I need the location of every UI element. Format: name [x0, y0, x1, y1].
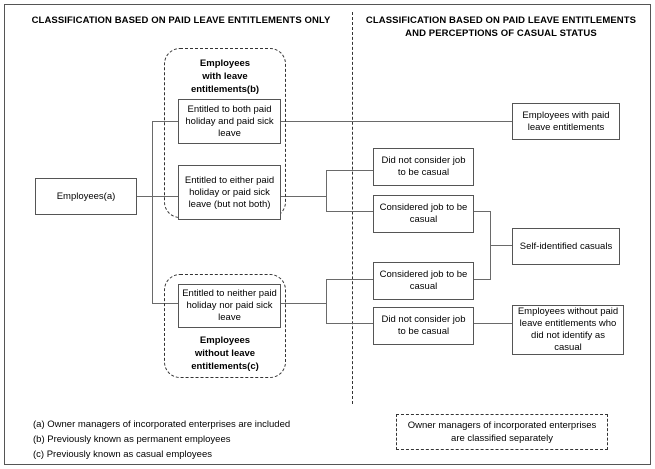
node-employees-root-label: Employees(a) [56, 190, 116, 202]
group-label-without-leave-l2: without leave [194, 348, 256, 359]
node-output-self-identified-casuals-label: Self-identified casuals [519, 240, 613, 252]
node-output-self-identified-casuals[interactable]: Self-identified casuals [512, 228, 620, 265]
node-entitled-either[interactable]: Entitled to either paid holiday or paid … [178, 165, 281, 220]
node-entitled-neither[interactable]: Entitled to neither paid holiday nor pai… [178, 284, 281, 328]
note-owner-managers-label: Owner managers of incorporated enterpris… [407, 420, 597, 444]
connector-mid-casual-upper-out [474, 211, 491, 212]
node-entitled-both[interactable]: Entitled to both paid holiday and paid s… [178, 99, 281, 144]
group-label-without-leave: Employees without leave entitlements(c) [166, 334, 284, 373]
footnote-a: (a) Owner managers of incorporated enter… [33, 419, 291, 430]
connector-to-neither [152, 303, 178, 304]
diagram-outer-border [4, 4, 651, 465]
connector-either-stub [281, 196, 326, 197]
connector-to-mid-casual-lower [326, 279, 373, 280]
header-left: CLASSIFICATION BASED ON PAID LEAVE ENTIT… [31, 15, 331, 26]
node-entitled-neither-label: Entitled to neither paid holiday nor pai… [182, 288, 277, 323]
note-owner-managers: Owner managers of incorporated enterpris… [396, 414, 608, 450]
connector-to-without-leave-output [474, 323, 512, 324]
node-did-not-consider-casual-upper[interactable]: Did not consider job to be casual [373, 148, 474, 186]
node-entitled-either-label: Entitled to either paid holiday or paid … [184, 174, 275, 210]
connector-to-mid-not-casual-upper [326, 170, 373, 171]
connector-to-self-identified-casuals [490, 245, 512, 246]
group-label-without-leave-l3: entitlements(c) [191, 361, 259, 372]
connector-root-stub [137, 196, 153, 197]
node-employees-root[interactable]: Employees(a) [35, 178, 137, 215]
connector-lower-split-bus [326, 279, 327, 323]
node-output-without-leave[interactable]: Employees without paid leave entitlement… [512, 305, 624, 355]
node-considered-casual-upper[interactable]: Considered job to be casual [373, 195, 474, 233]
node-output-with-leave[interactable]: Employees with paid leave entitlements [512, 103, 620, 140]
section-divider [352, 12, 353, 404]
connector-to-either [152, 196, 178, 197]
node-output-without-leave-label: Employees without paid leave entitlement… [517, 306, 619, 353]
group-employees-without-leave [164, 274, 286, 378]
footnote-b: (b) Previously known as permanent employ… [33, 434, 231, 445]
connector-root-bus [152, 121, 153, 304]
header-right: CLASSIFICATION BASED ON PAID LEAVE ENTIT… [365, 15, 637, 39]
connector-neither-stub [281, 303, 326, 304]
group-label-without-leave-l1: Employees [199, 335, 251, 346]
node-considered-casual-upper-label: Considered job to be casual [379, 202, 468, 225]
node-did-not-consider-casual-lower[interactable]: Did not consider job to be casual [373, 307, 474, 345]
group-label-with-leave: Employees with leave entitlements(b) [166, 57, 284, 96]
node-output-with-leave-label: Employees with paid leave entitlements [522, 109, 610, 133]
node-entitled-both-label: Entitled to both paid holiday and paid s… [185, 103, 274, 139]
group-label-with-leave-l2: with leave [202, 71, 248, 82]
group-label-with-leave-l1: Employees [199, 58, 251, 69]
connector-upper-split-bus [326, 170, 327, 211]
connector-mid-casual-lower-out [474, 279, 491, 280]
node-considered-casual-lower[interactable]: Considered job to be casual [373, 262, 474, 300]
node-considered-casual-lower-label: Considered job to be casual [379, 269, 468, 292]
node-did-not-consider-casual-upper-label: Did not consider job to be casual [381, 155, 466, 178]
node-did-not-consider-casual-lower-label: Did not consider job to be casual [381, 314, 466, 337]
group-label-with-leave-l3: entitlements(b) [190, 84, 260, 95]
connector-to-mid-casual-upper [326, 211, 373, 212]
connector-to-both [152, 121, 178, 122]
connector-to-mid-not-casual-lower [326, 323, 373, 324]
connector-both-to-output [281, 121, 513, 122]
footnote-c: (c) Previously known as casual employees [33, 449, 212, 460]
